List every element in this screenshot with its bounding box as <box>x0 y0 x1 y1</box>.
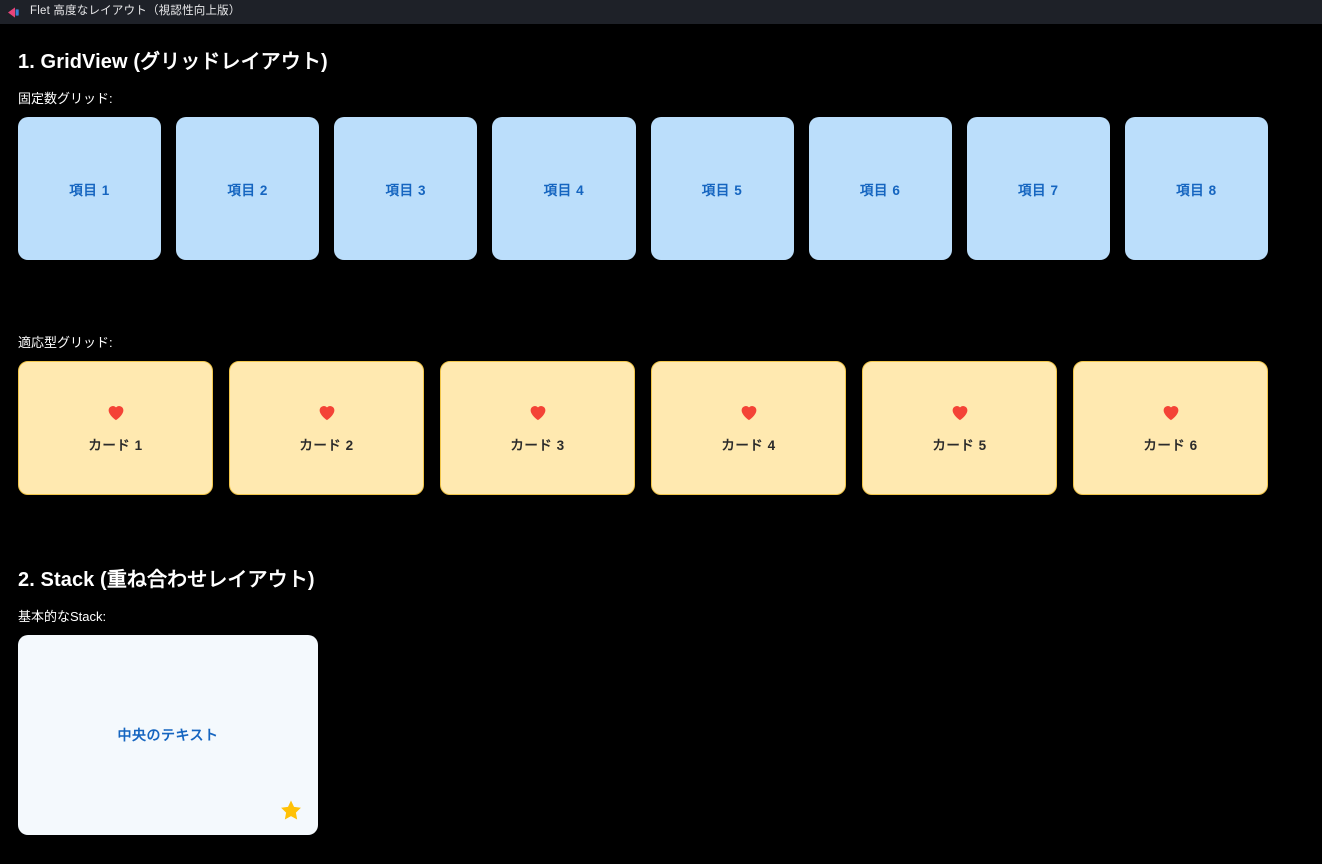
grid-item-label: 項目 8 <box>1176 182 1217 198</box>
window-title: Flet 高度なレイアウト（視認性向上版） <box>30 5 241 18</box>
stack-demo-box[interactable]: 中央のテキスト <box>18 635 318 835</box>
grid-item[interactable]: 項目 1 <box>18 117 162 260</box>
section-heading-stack: 2. Stack (重ね合わせレイアウト) <box>18 569 315 591</box>
heart-icon <box>1161 403 1181 426</box>
fixed-grid: 項目 1 項目 2 項目 3 項目 4 項目 5 項目 6 項目 7 項目 8 <box>18 117 1268 260</box>
grid-item[interactable]: 項目 5 <box>650 117 794 260</box>
grid-item-label: 項目 4 <box>543 182 585 198</box>
grid-item-label: 項目 7 <box>1017 182 1059 198</box>
adaptive-card-label: カード 1 <box>88 437 143 453</box>
fixed-grid-label: 固定数グリッド: <box>18 91 113 106</box>
heart-icon <box>106 403 126 426</box>
grid-item[interactable]: 項目 6 <box>808 117 952 260</box>
adaptive-card[interactable]: カード 3 <box>440 361 635 495</box>
adaptive-card[interactable]: カード 4 <box>651 361 846 495</box>
grid-item[interactable]: 項目 3 <box>334 117 478 260</box>
adaptive-card[interactable]: カード 6 <box>1073 361 1268 495</box>
grid-item[interactable]: 項目 7 <box>966 117 1110 260</box>
heart-icon <box>950 403 970 426</box>
stack-label: 基本的なStack: <box>18 609 107 624</box>
adaptive-grid-label: 適応型グリッド: <box>18 335 113 350</box>
section-heading-gridview: 1. GridView (グリッドレイアウト) <box>18 51 328 73</box>
grid-item[interactable]: 項目 8 <box>1124 117 1268 260</box>
grid-item-label: 項目 3 <box>385 182 427 198</box>
grid-item-label: 項目 1 <box>69 182 110 198</box>
grid-item-label: 項目 5 <box>701 182 743 198</box>
window-titlebar: Flet 高度なレイアウト（視認性向上版） <box>0 0 1322 24</box>
adaptive-card-label: カード 6 <box>1143 437 1198 453</box>
page-content: 1. GridView (グリッドレイアウト) 固定数グリッド: 項目 1 項目… <box>0 45 1322 864</box>
heart-icon <box>528 403 548 426</box>
grid-item[interactable]: 項目 4 <box>492 117 636 260</box>
star-icon <box>278 798 304 823</box>
adaptive-card-label: カード 3 <box>510 437 565 453</box>
grid-item[interactable]: 項目 2 <box>176 117 320 260</box>
adaptive-grid: カード 1 カード 2 カード 3 カード 4 <box>18 361 1268 495</box>
adaptive-card-label: カード 5 <box>932 437 987 453</box>
heart-icon <box>317 403 337 426</box>
flet-logo-icon <box>7 5 22 20</box>
adaptive-card[interactable]: カード 5 <box>862 361 1057 495</box>
grid-item-label: 項目 6 <box>859 182 901 198</box>
adaptive-card[interactable]: カード 2 <box>229 361 424 495</box>
adaptive-card-label: カード 4 <box>721 437 776 453</box>
stack-center-text: 中央のテキスト <box>117 727 219 743</box>
heart-icon <box>739 403 759 426</box>
adaptive-card[interactable]: カード 1 <box>18 361 213 495</box>
adaptive-card-label: カード 2 <box>299 437 354 453</box>
grid-item-label: 項目 2 <box>227 182 269 198</box>
